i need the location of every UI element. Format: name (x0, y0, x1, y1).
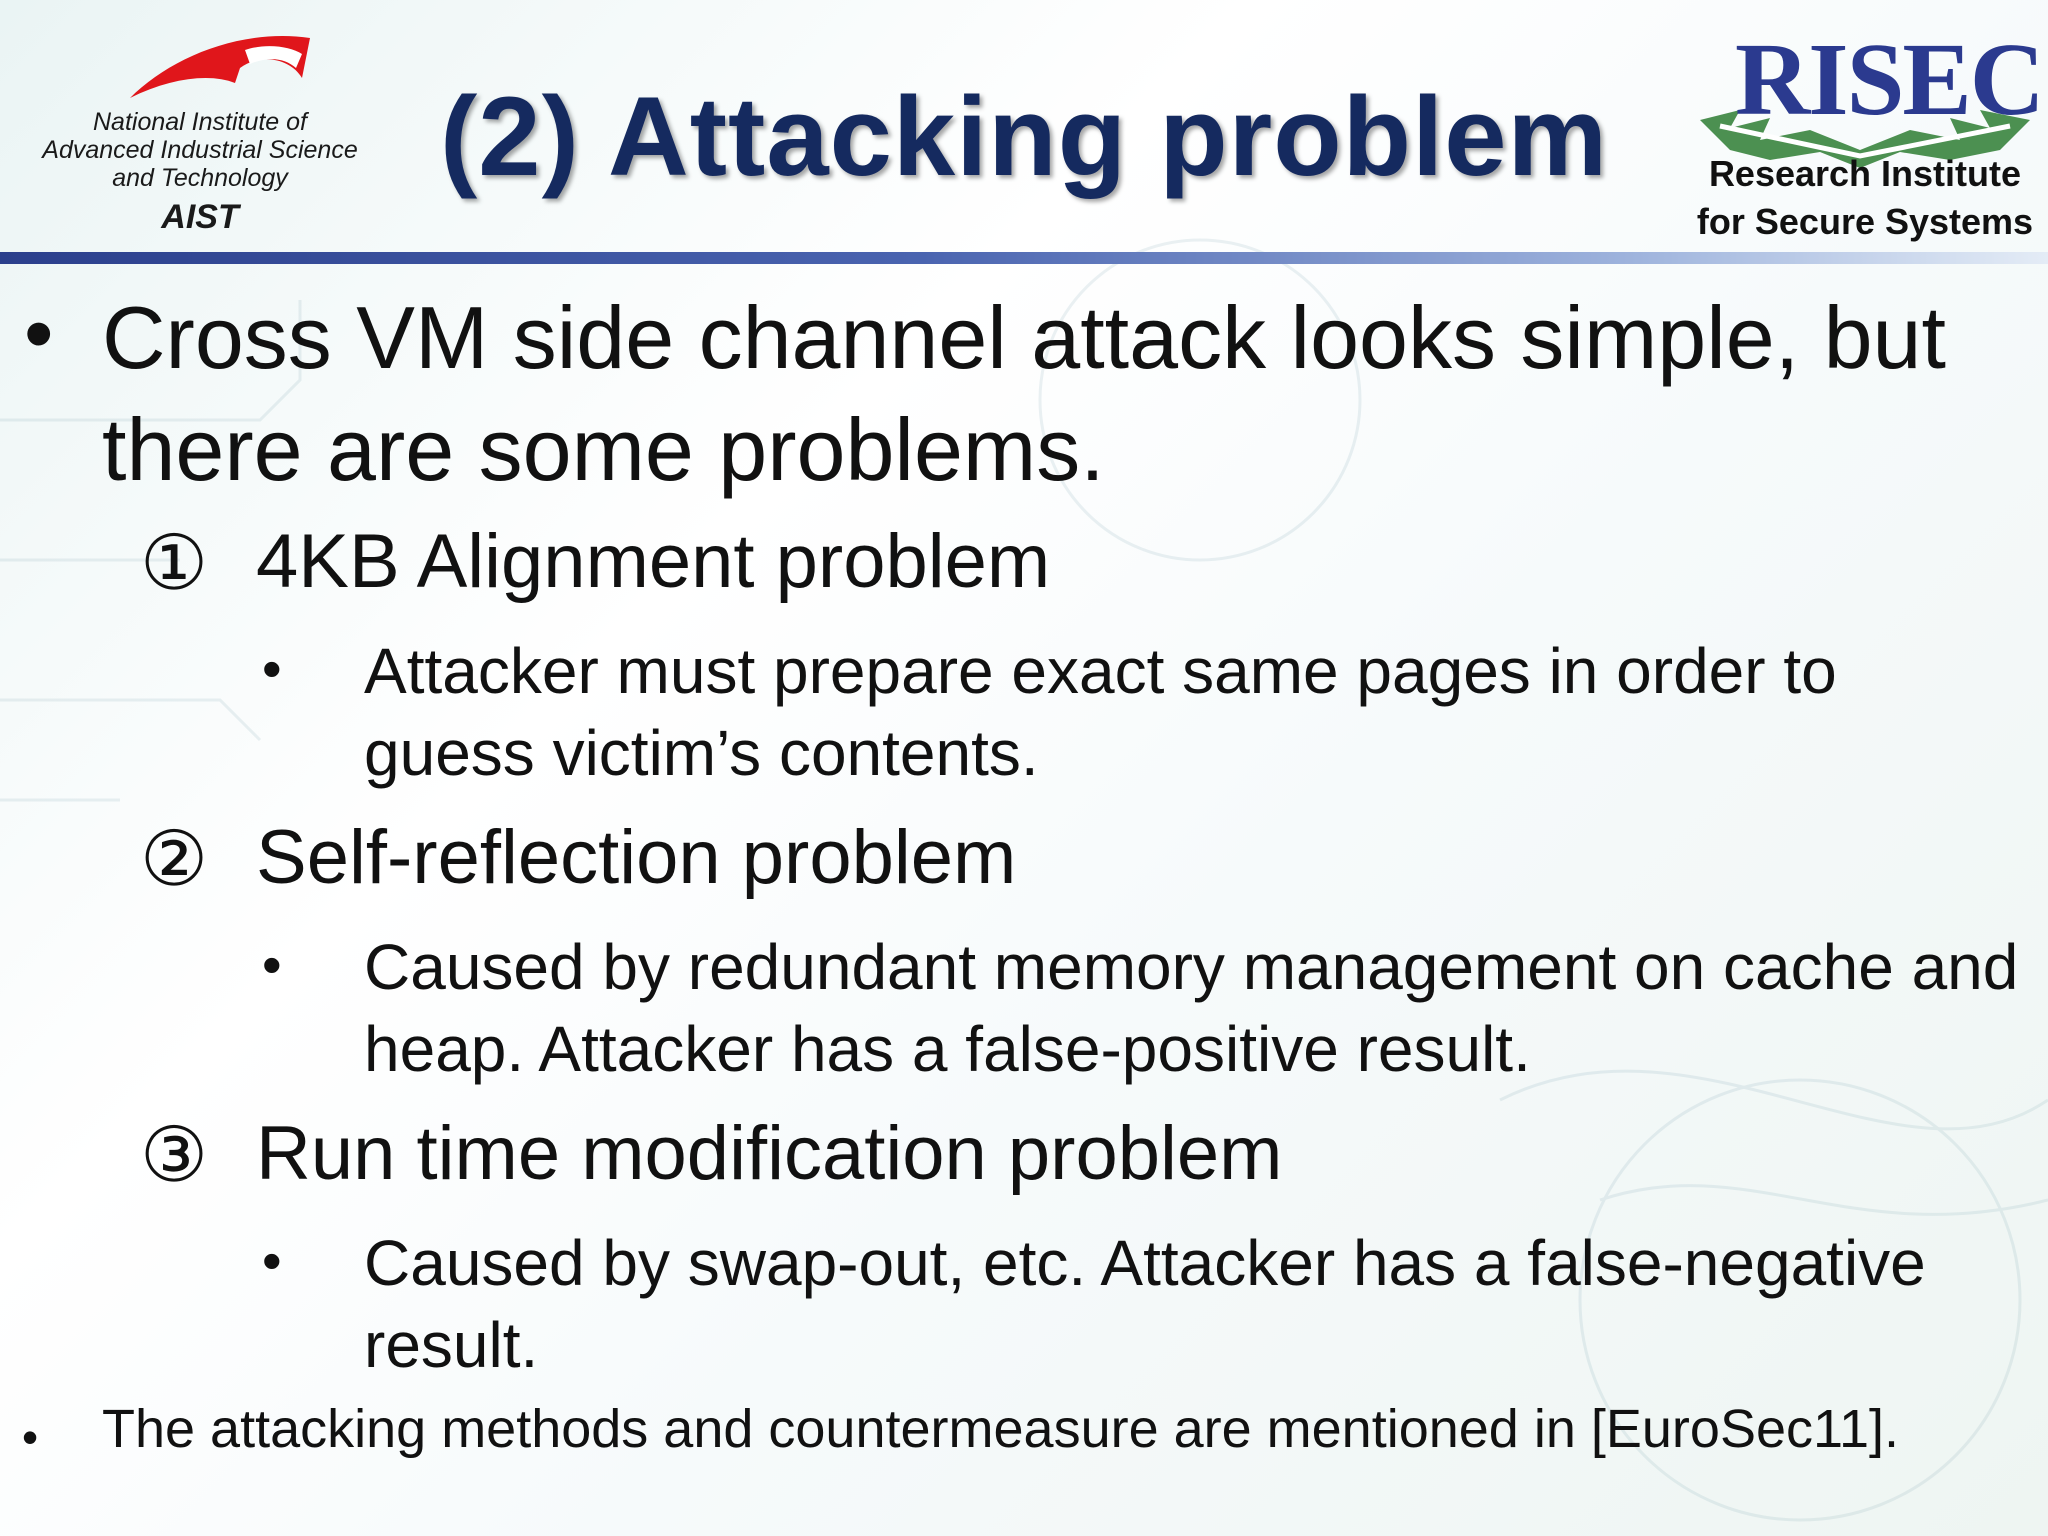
item-1-detail: Attacker must prepare exact same pages i… (364, 635, 1837, 789)
aist-logo: National Institute of Advanced Industria… (20, 28, 380, 238)
aist-name-line2: Advanced Industrial Science (42, 136, 358, 164)
aist-name: National Institute of Advanced Industria… (20, 108, 380, 192)
aist-name-line1: National Institute of (92, 108, 307, 136)
item-2-bullet-dot: • (262, 933, 282, 996)
main-bullet-text: Cross VM side channel attack looks simpl… (102, 288, 1946, 499)
risec-subtitle-line1: Research Institute (1708, 153, 2022, 194)
risec-logo: RISEC Research Institute for Secure Syst… (1690, 20, 2045, 246)
risec-subtitle: Research Institute for Secure Systems (1690, 150, 2040, 246)
item-3-marker: ③ (140, 1113, 209, 1198)
aist-swoosh-icon (130, 36, 310, 98)
item-2-marker: ② (140, 817, 209, 902)
risec-wing-icon (1700, 110, 2030, 168)
item-2-detail: Caused by redundant memory management on… (364, 931, 2019, 1085)
risec-wordmark: RISEC (1735, 22, 2045, 137)
footer-note: The attacking methods and countermeasure… (102, 1399, 1900, 1459)
item-3-bullet-dot: • (262, 1229, 282, 1292)
footer-bullet-dot: • (22, 1411, 39, 1463)
item-1-marker: ① (140, 521, 209, 606)
item-1-heading: 4KB Alignment problem (256, 519, 1051, 604)
item-3-heading: Run time modification problem (256, 1111, 1283, 1196)
item-1-bullet-dot: • (262, 637, 282, 700)
slide-title: (2) Attacking problem (440, 74, 1609, 199)
aist-name-line3: and Technology (112, 164, 288, 192)
item-3-detail: Caused by swap-out, etc. Attacker has a … (364, 1227, 1926, 1381)
item-2-heading: Self-reflection problem (256, 815, 1017, 900)
bullet-dot: • (24, 286, 54, 380)
slide-header: National Institute of Advanced Industria… (0, 0, 2048, 250)
risec-subtitle-line2: for Secure Systems (1696, 201, 2034, 242)
header-divider (0, 252, 2048, 264)
aist-abbreviation: AIST (161, 198, 239, 236)
